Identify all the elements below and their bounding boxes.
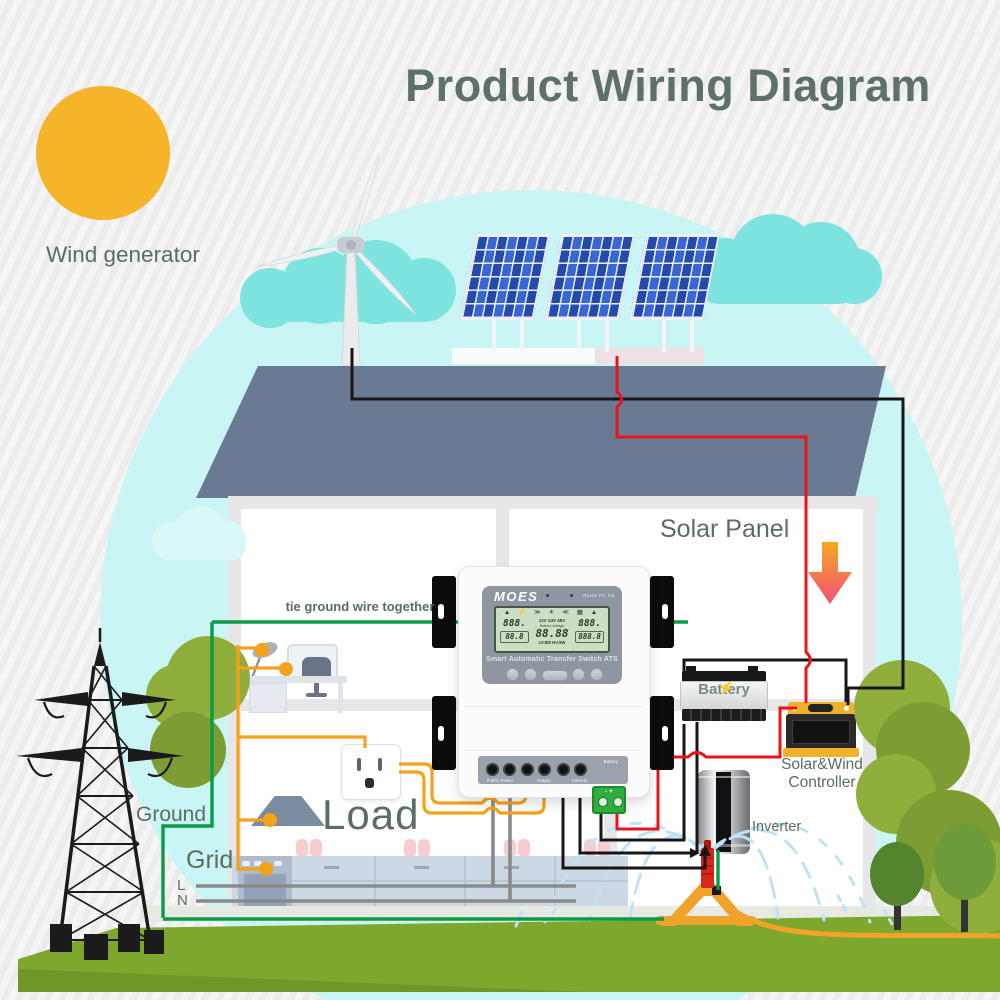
sun-icon — [36, 86, 170, 220]
terminal-strip: Public Power Output Inverter Battery — [478, 756, 628, 784]
lcd-right-sub: 888.8 — [575, 631, 604, 643]
brand-logo: MOES — [494, 589, 539, 604]
terminal-group-inverter: Inverter — [572, 778, 588, 783]
battery-connector-block: - + — [592, 786, 626, 814]
ats-device: MOES RoHS FC CE ▲ ⚡ ≫ ☀ ≪ ▦ ▲ 888. 88.8 … — [428, 560, 678, 814]
product-name: Smart Automatic Transfer Switch ATS — [486, 656, 618, 663]
grid-line-l-label: L — [177, 877, 186, 894]
lcd-icon-row: ▲ ⚡ ≫ ☀ ≪ ▦ ▲ — [503, 609, 601, 616]
polarity-labels: - + — [605, 788, 613, 795]
mounting-ear — [432, 696, 456, 770]
device-button — [506, 668, 519, 681]
screw-terminal — [613, 797, 623, 807]
mounting-ear — [432, 576, 456, 648]
tree-trunk — [894, 896, 901, 930]
cert-marks: RoHS FC CE — [583, 593, 615, 598]
lcd-center-value: 88.88 — [535, 627, 569, 640]
roof — [196, 366, 886, 498]
lcd-left-sub: 88.8 — [500, 631, 529, 643]
lcd-power-readout: LV:8W HV:8W — [538, 640, 566, 645]
wind-generator-label: Wind generator — [46, 242, 200, 267]
page-title: Product Wiring Diagram — [405, 60, 931, 111]
device-button — [542, 670, 568, 681]
device-button — [572, 668, 585, 681]
grid-line-n-label: N — [177, 892, 188, 909]
device-button — [590, 668, 603, 681]
terminal-group-public-power: Public Power — [486, 778, 514, 783]
terminal-group-battery: Battery — [603, 759, 619, 764]
lcd-left-value: 888. — [503, 618, 526, 629]
lcd-display: ▲ ⚡ ≫ ☀ ≪ ▦ ▲ 888. 88.8 12V 24V 48V Batt… — [494, 606, 610, 653]
screw-terminal — [598, 797, 608, 807]
device-button — [524, 668, 537, 681]
device-faceplate: MOES RoHS FC CE ▲ ⚡ ≫ ☀ ≪ ▦ ▲ 888. 88.8 … — [482, 586, 622, 684]
tree-trunk — [961, 894, 968, 932]
lcd-right-value: 888. — [578, 618, 601, 629]
terminal-group-output: Output — [537, 778, 551, 783]
